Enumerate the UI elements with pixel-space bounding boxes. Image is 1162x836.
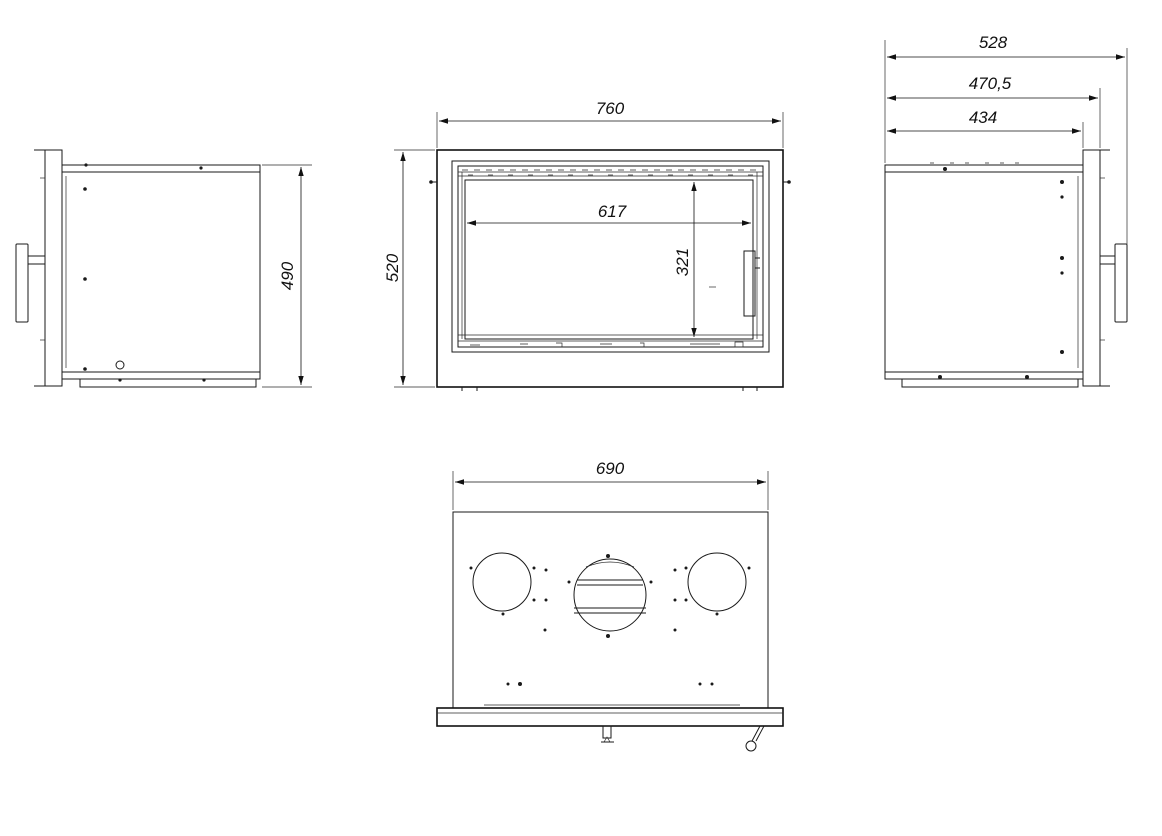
dim-text-690: 690 xyxy=(596,459,625,478)
dim-text-520: 520 xyxy=(383,253,402,282)
top-view xyxy=(436,511,784,752)
dim-text-760: 760 xyxy=(596,99,625,118)
left-side-view xyxy=(15,149,261,388)
dimension-321: 321 xyxy=(673,182,697,337)
dimension-490: 490 xyxy=(262,164,312,388)
dim-text-617: 617 xyxy=(598,202,627,221)
dimension-520: 520 xyxy=(383,149,435,388)
dim-text-470-5: 470,5 xyxy=(969,74,1012,93)
dimension-528: 528 xyxy=(884,33,1128,244)
dim-text-490: 490 xyxy=(278,261,297,290)
dimension-690: 690 xyxy=(452,459,769,510)
dim-text-321: 321 xyxy=(673,248,692,276)
dim-text-434: 434 xyxy=(969,108,997,127)
front-view xyxy=(429,149,791,391)
dimension-434: 434 xyxy=(887,108,1084,148)
dim-text-528: 528 xyxy=(979,33,1008,52)
dimension-760: 760 xyxy=(436,99,784,148)
right-side-view xyxy=(884,149,1128,388)
dimension-617: 617 xyxy=(467,202,751,226)
dimension-470-5: 470,5 xyxy=(887,74,1101,148)
